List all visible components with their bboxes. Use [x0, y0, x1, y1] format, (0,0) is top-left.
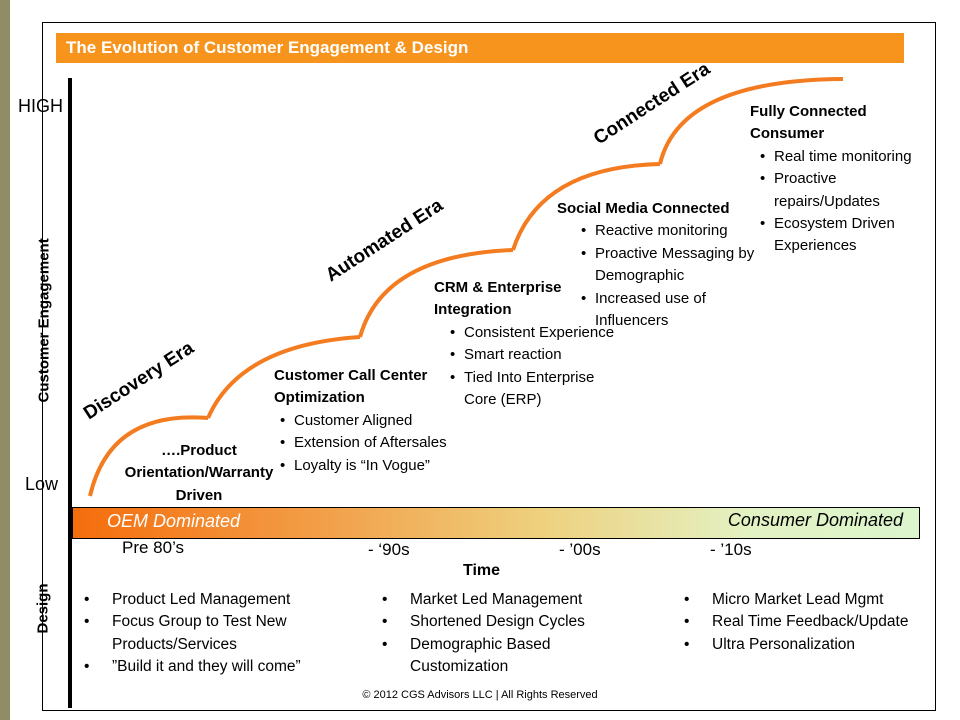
- curve-call-center: [206, 335, 361, 419]
- band-left-label: OEM Dominated: [107, 511, 241, 531]
- design-column-1: Product Led Management Focus Group to Te…: [84, 589, 364, 679]
- time-tick: Pre 80’s: [122, 538, 185, 557]
- stage-bullet: Ecosystem Driven Experiences: [754, 213, 920, 258]
- design-bullet: Focus Group to Test New Products/Service…: [84, 611, 364, 656]
- time-tick: - ‘90s: [368, 540, 410, 559]
- dominance-band: OEM Dominated Consumer Dominated: [72, 507, 920, 539]
- side-stripe: [0, 0, 10, 720]
- design-bullet: Real Time Feedback/Update: [684, 611, 924, 634]
- time-label: Time: [463, 562, 501, 579]
- design-column-3: Micro Market Lead Mgmt Real Time Feedbac…: [684, 589, 924, 657]
- stage-bullet: Smart reaction: [444, 344, 619, 367]
- curve-crm: [358, 248, 514, 338]
- stage-bullet: Customer Aligned: [274, 410, 474, 433]
- axis-high-label: HIGH: [18, 96, 63, 116]
- stage-heading: CRM & Enterprise Integration: [434, 279, 562, 319]
- stage-call-center: Customer Call Center Optimization Custom…: [274, 365, 474, 477]
- design-bullet: Ultra Personalization: [684, 634, 924, 657]
- slide-frame: [42, 22, 936, 711]
- stage-social: Social Media Connected Reactive monitori…: [557, 198, 757, 332]
- copyright: © 2012 CGS Advisors LLC | All Rights Res…: [362, 689, 598, 701]
- time-tick: - ’10s: [710, 540, 752, 559]
- stage-heading: Customer Call Center Optimization: [274, 367, 428, 407]
- stage-bullet: Reactive monitoring: [575, 220, 757, 243]
- curve-discovery: [88, 415, 209, 497]
- stage-heading: Social Media Connected: [557, 200, 730, 217]
- design-bullet: ”Build it and they will come”: [84, 656, 364, 679]
- curve-social: [511, 162, 661, 251]
- design-column-2: Market Led Management Shortened Design C…: [382, 589, 642, 679]
- slide-title: The Evolution of Customer Engagement & D…: [66, 38, 469, 57]
- vertical-axis: [68, 78, 72, 708]
- design-bullet: Shortened Design Cycles: [382, 611, 642, 634]
- stage-bullet: Loyalty is “In Vogue”: [274, 455, 474, 478]
- design-bullet: Demographic Based Customization: [382, 634, 642, 679]
- curve-connected: [658, 77, 844, 165]
- stage-bullet: Proactive Messaging by Demographic: [575, 243, 757, 288]
- band-right-label: Consumer Dominated: [727, 510, 903, 530]
- design-bullet: Market Led Management: [382, 589, 642, 612]
- axis-low-label: Low: [25, 474, 59, 494]
- stage-bullet: Tied Into Enterprise Core (ERP): [444, 367, 619, 412]
- time-tick: - ’00s: [559, 540, 601, 559]
- stage-bullet: Extension of Aftersales: [274, 432, 474, 455]
- design-bullet: Product Led Management: [84, 589, 364, 612]
- title-bar: The Evolution of Customer Engagement & D…: [56, 33, 904, 63]
- stage-fully-connected: Fully Connected Consumer Real time monit…: [750, 101, 920, 258]
- design-bullet: Micro Market Lead Mgmt: [684, 589, 924, 612]
- stage-product-orientation: ….Product Orientation/Warranty Driven: [124, 442, 274, 504]
- stage-bullet: Proactive repairs/Updates: [754, 168, 920, 213]
- stage-bullet: Increased use of Influencers: [575, 288, 757, 333]
- stage-heading: Fully Connected Consumer: [750, 103, 867, 143]
- stage-bullet: Real time monitoring: [754, 146, 920, 169]
